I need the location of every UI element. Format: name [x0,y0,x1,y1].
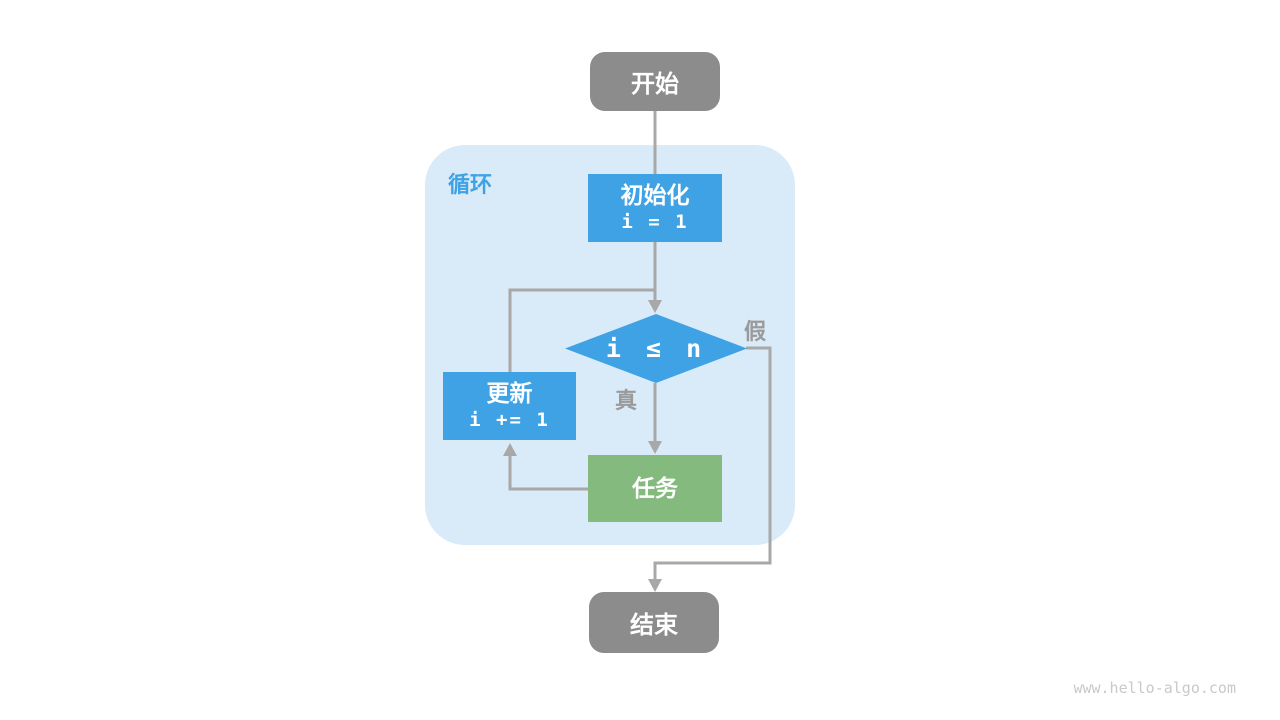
true-branch-label: 真 [615,388,638,413]
watermark-text: www.hello-algo.com [1073,679,1236,697]
edge-task-to-update [508,455,588,491]
condition-node-label: i ≤ n [605,334,707,363]
end-node-label: 结束 [630,612,678,639]
start-node: 开始 [590,52,720,111]
init-node-label: 初始化 [620,182,690,209]
false-branch-label: 假 [744,319,767,344]
edge-condition-to-end [653,346,772,580]
init-node: 初始化 i = 1 [588,174,722,242]
arrowhead-into-end [648,579,662,592]
task-node: 任务 [588,455,722,522]
update-node-code: i += 1 [469,409,550,432]
update-node-label: 更新 [486,380,533,407]
arrowhead-into-condition [648,300,662,313]
edge-update-to-condition [508,288,655,373]
init-node-code: i = 1 [621,211,689,234]
loop-container-label: 循环 [448,172,493,197]
start-node-label: 开始 [631,71,679,98]
end-node: 结束 [589,592,719,653]
arrowhead-into-task [648,441,662,454]
update-node: 更新 i += 1 [443,372,576,440]
arrowhead-into-update [503,443,517,456]
task-node-label: 任务 [632,475,678,502]
